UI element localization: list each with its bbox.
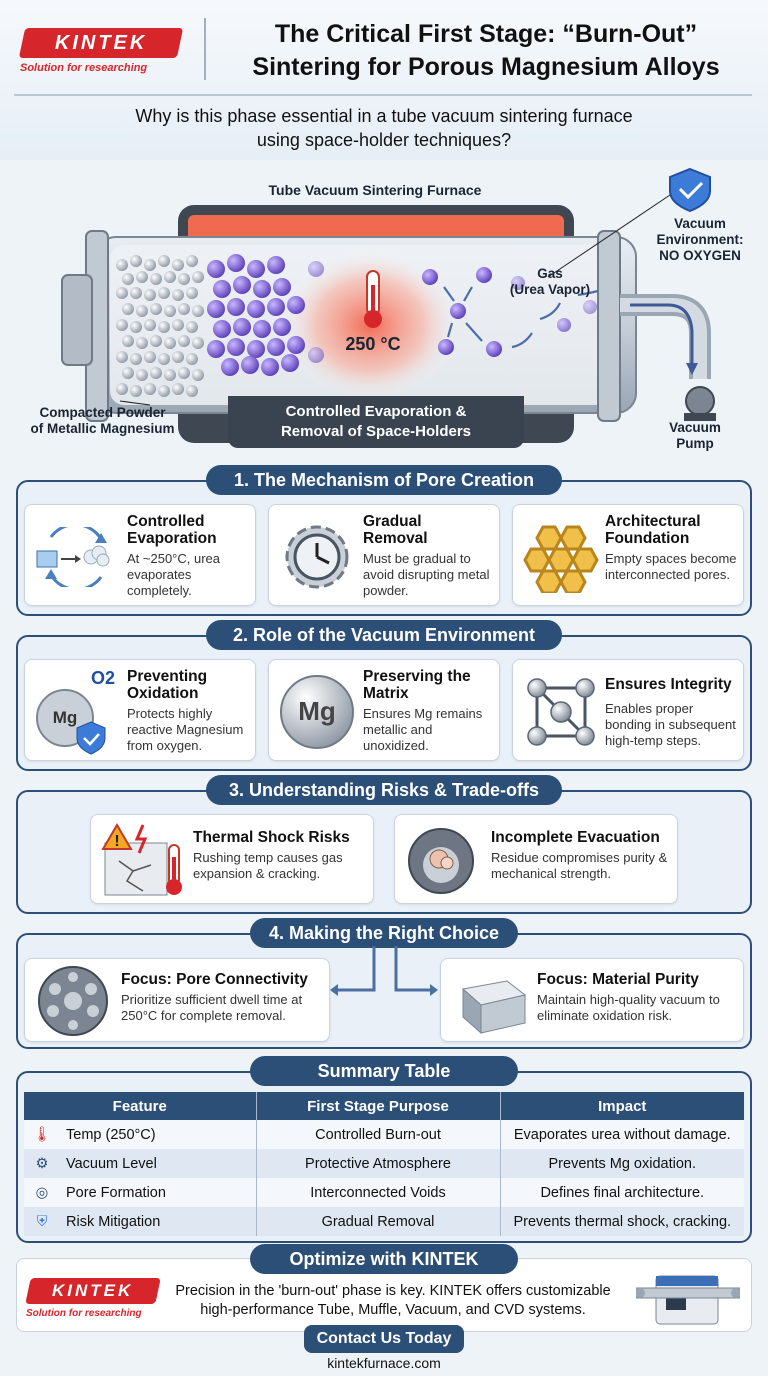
column-header: Impact [499,1092,744,1120]
card-title: Focus: Pore Connectivity [121,971,308,988]
honeycomb-icon [523,525,599,593]
mg-symbol: Mg [52,708,78,727]
card-text: Maintain high-quality vacuum to eliminat… [537,992,720,1023]
tube-furnace-product-icon [636,1275,740,1325]
card-incomplete-evacuation: Incomplete Evacuation Residue compromise… [394,814,678,904]
residue-icon [408,828,474,894]
pump-icon: ⚙ [35,1155,49,1172]
card-text: At ~250°C, urea evaporates completely. [127,551,221,598]
page-title: The Critical First Stage: “Burn-Out” Sin… [252,20,720,81]
furnace-title: Tube Vacuum Sintering Furnace [268,182,482,198]
warning-crack-icon: ! [101,823,182,896]
card-text: Must be gradual to avoid disrupting meta… [363,551,490,598]
card-title: Incomplete Evacuation [491,829,660,846]
logo-wordmark: KINTEK [54,31,148,54]
mg-sphere-icon [280,675,354,749]
card-text: Prioritize sufficient dwell time at 250°… [121,992,303,1023]
vacuum-environment-label: Vacuum Environment: NO OXYGEN [656,216,744,263]
footer-heading: Optimize with KINTEK [250,1244,518,1274]
svg-text:!: ! [114,833,119,850]
kintek-logo[interactable]: KINTEK Solution for researching [18,22,186,78]
card-title: Ensures Integrity [605,676,732,693]
contact-us-button[interactable]: Contact Us Today [304,1325,464,1353]
pore-icon: ◎ [35,1184,49,1201]
table-row: 🌡Temp (250°C) Controlled Burn-out Evapor… [24,1120,744,1149]
gas-label: Gas (Urea Vapor) [509,266,591,297]
porous-disc-icon [38,966,108,1036]
evaporation-banner: Controlled Evaporation & Removal of Spac… [228,396,524,448]
card-title: Thermal Shock Risks [193,829,350,846]
furnace-illustration [61,167,716,443]
section-3-heading: 3. Understanding Risks & Trade-offs [206,775,562,805]
section-1-heading: 1. The Mechanism of Pore Creation [206,465,562,495]
molecule-icon [527,678,595,746]
temperature-label: 250 °C [345,334,401,354]
footer-text: Precision in the 'burn-out' phase is key… [175,1283,611,1318]
mg-shield-icon [36,689,106,755]
shield-icon: ⛨ [36,1213,48,1230]
mg-symbol: Mg [298,696,336,726]
table-header-row: Feature First Stage Purpose Impact [24,1092,744,1120]
card-ensures-integrity: Ensures Integrity Enables proper bonding… [512,659,744,761]
title-rule [14,94,752,96]
header [0,0,768,160]
card-text: Enables proper bonding in subsequent hig… [605,701,736,748]
column-header: First Stage Purpose [255,1092,500,1120]
evaporation-icon [36,527,110,587]
logo-tagline: Solution for researching [20,62,148,74]
column-header: Feature [24,1092,256,1120]
gear-clock-icon [285,525,349,589]
card-text: Residue compromises purity & mechanical … [491,850,668,881]
card-title: Focus: Material Purity [537,971,699,988]
summary-table: Feature First Stage Purpose Impact 🌡Temp… [24,1092,744,1236]
vacuum-pump-label: Vacuum Pump [669,420,721,451]
footer-kintek-logo[interactable]: KINTEK Solution for researching [24,1276,164,1324]
table-row: ◎Pore Formation Interconnected Voids Def… [24,1178,744,1207]
footer-logo-wordmark: KINTEK [52,1281,134,1300]
website-link[interactable]: kintekfurnace.com [327,1355,441,1371]
section-4-heading: 4. Making the Right Choice [250,918,518,948]
summary-heading: Summary Table [250,1056,518,1086]
header-divider [204,18,206,80]
table-row: ⛨Risk Mitigation Gradual Removal Prevent… [24,1207,744,1236]
card-pore-connectivity: Focus: Pore Connectivity Prioritize suff… [24,958,330,1042]
footer-logo-tagline: Solution for researching [26,1308,142,1319]
card-thermal-shock: ! Thermal Shock Risks Rushing temp cause… [90,814,374,904]
compacted-powder-label: Compacted Powder of Metallic Magnesium [30,405,175,436]
table-row: ⚙Vacuum Level Protective Atmosphere Prev… [24,1149,744,1178]
thermometer-icon: 🌡 [32,1127,52,1143]
card-text: Rushing temp causes gas expansion & crac… [193,850,343,881]
o2-symbol: O2 [90,668,115,688]
card-text: Ensures Mg remains metallic and unoxidiz… [363,706,483,753]
metal-block-icon [461,980,527,1035]
decision-arrows [330,946,438,996]
page-subtitle: Why is this phase essential in a tube va… [135,106,633,150]
card-material-purity: Focus: Material Purity Maintain high-qua… [440,958,744,1042]
section-2-heading: 2. Role of the Vacuum Environment [206,620,562,650]
card-text: Empty spaces become interconnected pores… [605,551,737,582]
card-text: Protects highly reactive Magnesium from … [127,706,244,753]
